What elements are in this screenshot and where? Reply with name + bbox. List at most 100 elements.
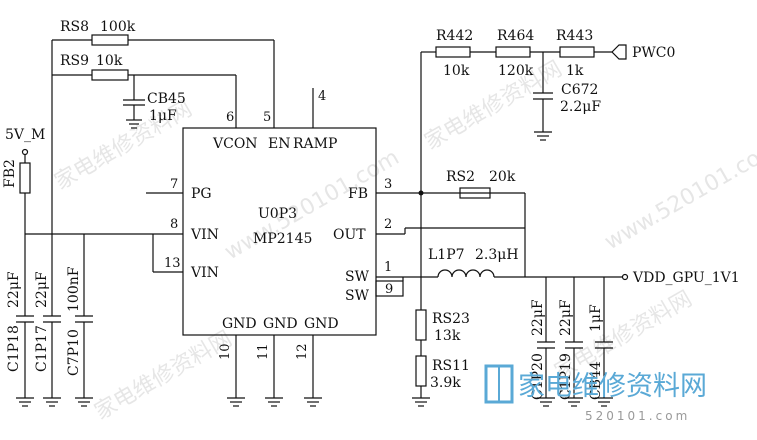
svg-text:PG: PG (191, 186, 212, 202)
ground-icon (43, 397, 61, 407)
logo-text: 家电维修资料网 (518, 371, 707, 402)
watermark-text: 家电维修资料网 (91, 327, 237, 426)
resistor-rs9: RS9 10k (52, 53, 237, 103)
svg-text:22μF: 22μF (530, 299, 546, 336)
svg-text:13k: 13k (434, 328, 461, 344)
svg-text:PWC0: PWC0 (632, 45, 675, 61)
pin-fb: 3 FB (348, 177, 525, 202)
ic-u0p3: U0P3 MP2145 (182, 127, 377, 336)
svg-text:EN: EN (268, 136, 290, 152)
capacitor-c1p19: 22μF C1P19 (558, 277, 583, 400)
svg-text:1μF: 1μF (149, 108, 177, 124)
svg-text:12: 12 (295, 343, 310, 360)
svg-text:C1P17: C1P17 (34, 325, 50, 372)
svg-text:RS11: RS11 (432, 358, 470, 374)
pin-en: 5 EN (263, 40, 290, 152)
svg-text:RS8: RS8 (60, 19, 89, 35)
ferrite-fb2: FB2 (2, 159, 31, 234)
resistor-rs8: RS8 100k (52, 19, 274, 46)
watermark-url: www.520101.com (601, 135, 757, 255)
svg-text:OUT: OUT (333, 227, 366, 243)
resistor-rs2: RS2 20k (418, 169, 526, 228)
pin-pg: 7 PG (146, 177, 212, 202)
ic-ref: U0P3 (258, 206, 297, 222)
svg-text:2: 2 (384, 217, 392, 232)
svg-text:GND: GND (222, 316, 257, 332)
svg-text:22μF: 22μF (6, 271, 22, 308)
svg-text:C1P20: C1P20 (530, 353, 546, 400)
svg-text:C672: C672 (561, 82, 598, 98)
resistor-rs11: RS11 3.9k (415, 340, 470, 398)
svg-text:9: 9 (385, 282, 393, 297)
ground-icon (412, 397, 430, 407)
svg-text:VCON: VCON (212, 136, 258, 152)
resistor-rs23: RS23 13k (415, 193, 470, 344)
capacitor-cb45: CB45 1μF (123, 75, 186, 129)
svg-text:10k: 10k (443, 63, 470, 79)
svg-text:7: 7 (170, 177, 178, 192)
pin-vin-8: 8 VIN (25, 217, 219, 243)
svg-text:13: 13 (164, 256, 181, 271)
svg-text:5: 5 (263, 110, 271, 125)
svg-text:C1P18: C1P18 (6, 325, 22, 372)
svg-text:2.3μH: 2.3μH (475, 247, 519, 263)
svg-text:CB45: CB45 (147, 91, 186, 107)
net-pwc0: PWC0 (611, 44, 675, 61)
svg-text:10k: 10k (96, 53, 123, 69)
svg-text:10: 10 (218, 343, 233, 360)
pin-vin-13: 13 VIN (152, 234, 219, 281)
svg-text:11: 11 (256, 343, 271, 360)
capacitor-cb44: 1μF CB44 (588, 277, 613, 400)
ground-icon (304, 397, 322, 407)
svg-text:4: 4 (318, 89, 326, 104)
pin-gnd-10: 10 GND (218, 316, 257, 398)
ground-icon (265, 397, 283, 407)
inductor-l1p7: L1P7 2.3μH (428, 247, 622, 278)
ground-icon (227, 397, 245, 407)
ic-body (182, 127, 377, 336)
capacitor-c1p17: 22μF C1P17 (34, 234, 61, 398)
svg-text:6: 6 (226, 110, 234, 125)
ground-icon (16, 397, 34, 407)
svg-text:1μF: 1μF (588, 304, 604, 332)
svg-text:GND: GND (263, 316, 298, 332)
pin-sw-1: 1 SW (345, 260, 438, 285)
logo-url: 520101.com (585, 409, 690, 423)
svg-text:120k: 120k (498, 63, 534, 79)
net-vdd-gpu-1v1: VDD_GPU_1V1 (621, 270, 740, 286)
resistor-r443: R443 1k (556, 28, 612, 79)
svg-text:R442: R442 (436, 28, 473, 44)
svg-text:GND: GND (304, 316, 339, 332)
svg-text:RAMP: RAMP (293, 136, 337, 152)
svg-text:2.2μF: 2.2μF (560, 99, 601, 115)
pin-ramp: 4 RAMP (293, 88, 337, 152)
svg-text:20k: 20k (489, 169, 516, 185)
ic-part: MP2145 (253, 231, 312, 247)
site-logo: 家电维修资料网 520101.com (484, 364, 707, 423)
svg-text:1: 1 (384, 260, 392, 275)
pin-gnd-11: 11 GND (256, 316, 298, 398)
svg-text:CB44: CB44 (588, 361, 604, 400)
svg-text:SW: SW (345, 288, 370, 304)
resistor-r464: R464 120k (495, 28, 560, 79)
net-5v-m: 5V_M (5, 127, 45, 163)
svg-text:R464: R464 (497, 28, 534, 44)
capacitor-c7p10: 100nF C7P10 (66, 234, 93, 398)
pin-out: 2 OUT (333, 217, 525, 243)
svg-text:22μF: 22μF (34, 271, 50, 308)
svg-text:FB: FB (348, 186, 368, 202)
svg-text:22μF: 22μF (558, 299, 574, 336)
svg-text:FB2: FB2 (2, 159, 18, 188)
pin-vcon: 6 VCON (212, 103, 258, 152)
resistor-r442: R442 10k (420, 28, 496, 193)
svg-text:VDD_GPU_1V1: VDD_GPU_1V1 (632, 270, 740, 286)
svg-text:SW: SW (345, 269, 370, 285)
svg-text:VIN: VIN (190, 227, 219, 243)
svg-text:C1P19: C1P19 (558, 353, 574, 400)
svg-text:1k: 1k (566, 63, 584, 79)
svg-text:VIN: VIN (190, 265, 219, 281)
svg-text:RS2: RS2 (446, 169, 475, 185)
svg-text:100k: 100k (100, 19, 136, 35)
svg-text:100nF: 100nF (66, 266, 82, 312)
